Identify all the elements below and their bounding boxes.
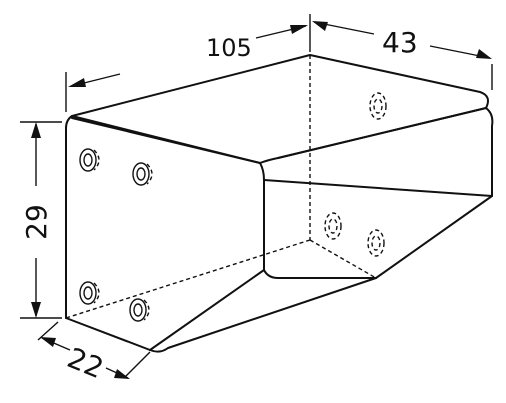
inner-bottom-edge bbox=[263, 269, 377, 279]
hole-group-hidden bbox=[324, 92, 387, 257]
bottom-front-edge bbox=[65, 317, 151, 351]
width-label: 43 bbox=[382, 26, 418, 59]
hole-group-left-face bbox=[79, 148, 153, 322]
dimension-length: 105 bbox=[65, 14, 311, 112]
front-face-top-edge bbox=[71, 117, 261, 164]
dimension-width: 43 bbox=[312, 21, 493, 90]
bottom-long-edge bbox=[149, 277, 377, 353]
top-face-edge bbox=[71, 54, 489, 164]
length-label: 105 bbox=[206, 34, 252, 62]
hidden-bottom-edge-right bbox=[309, 239, 377, 279]
depth-label: 22 bbox=[63, 341, 108, 385]
height-label: 29 bbox=[20, 204, 53, 240]
right-end-face bbox=[375, 107, 494, 279]
right-face-top-edge bbox=[277, 107, 487, 159]
dimension-height: 29 bbox=[20, 121, 62, 319]
hidden-bottom-edge-left bbox=[65, 239, 311, 319]
left-end-face bbox=[65, 115, 73, 319]
dimension-depth: 22 bbox=[37, 321, 151, 385]
right-face-lower-edge bbox=[263, 179, 493, 197]
